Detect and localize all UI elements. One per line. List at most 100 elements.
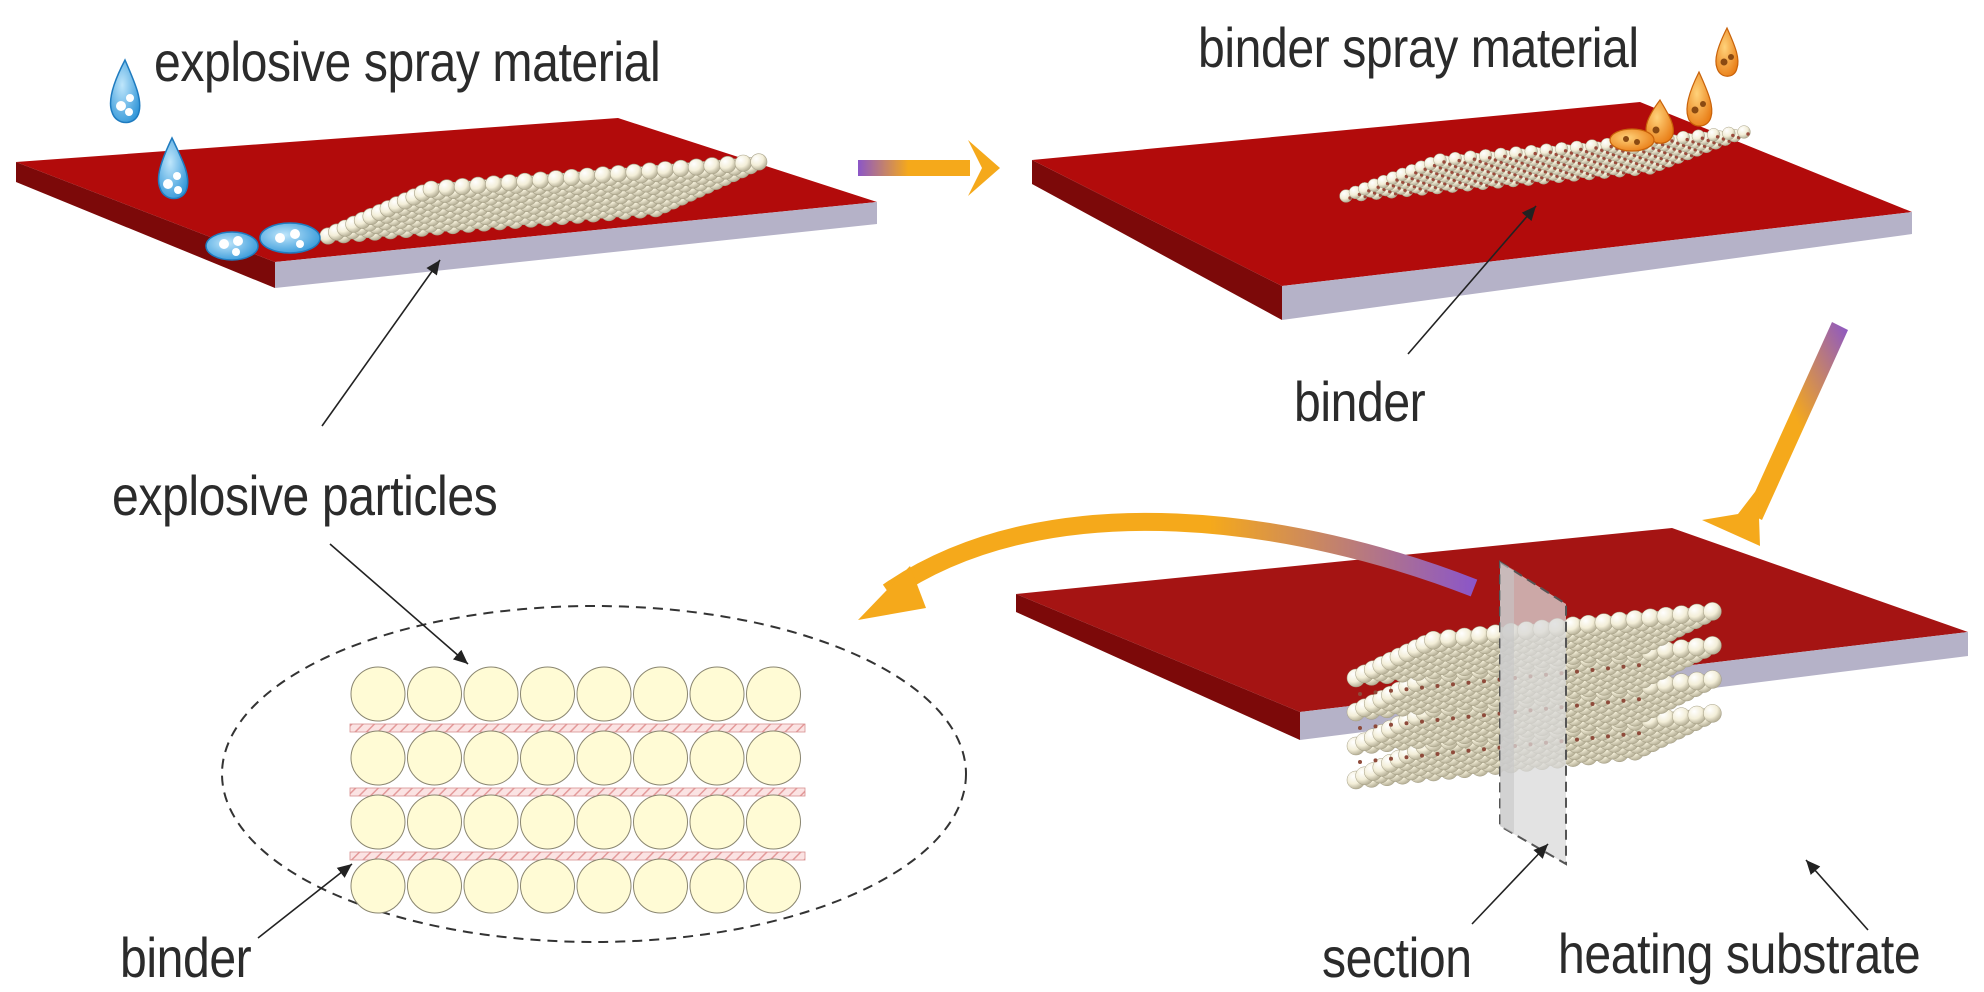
binder-dot xyxy=(1435,718,1440,722)
substrate-2 xyxy=(1032,102,1912,320)
section-particle xyxy=(350,666,406,722)
section-particle xyxy=(746,794,801,850)
stacked-particle xyxy=(1610,611,1629,631)
stacked-particle xyxy=(1641,608,1660,628)
binder-dot xyxy=(1575,737,1579,742)
explosive-particle xyxy=(1722,126,1736,141)
explosive-particle xyxy=(609,165,627,183)
panel-cross-section xyxy=(221,605,967,943)
section-particle xyxy=(350,730,406,786)
explosive-particle xyxy=(1433,153,1447,167)
orange-droplet-icon xyxy=(1609,128,1655,152)
section-particle xyxy=(576,858,632,914)
label-section: section xyxy=(1322,926,1472,989)
binder-dot xyxy=(1637,731,1641,736)
binder-dot xyxy=(1715,135,1720,139)
binder-dot xyxy=(1609,144,1613,149)
label-binder-spray-material: binder spray material xyxy=(1198,16,1639,79)
binder-layer xyxy=(349,787,806,797)
leader-lines xyxy=(257,205,1869,939)
leader-explosive-particles-top xyxy=(321,259,441,427)
explosive-particle xyxy=(469,176,487,194)
explosive-particle xyxy=(453,178,471,196)
binder-layer xyxy=(349,723,806,733)
section-particle xyxy=(689,858,745,914)
binder-droplets xyxy=(1609,26,1739,152)
binder-dot xyxy=(1420,753,1424,758)
blue-droplet-icon xyxy=(205,231,259,261)
explosive-particle xyxy=(1448,151,1462,166)
label-explosive-particles: explosive particles xyxy=(112,464,498,527)
binder-dot xyxy=(1420,685,1424,690)
stacked-particle xyxy=(1424,630,1443,650)
explosive-particle xyxy=(1463,150,1478,164)
explosive-particle xyxy=(1676,130,1690,145)
explosive-particle xyxy=(1585,139,1599,153)
binder-dot xyxy=(1358,760,1362,764)
stacked-particle xyxy=(1687,637,1707,657)
stacked-particle xyxy=(1687,603,1707,623)
binder-dot xyxy=(1637,697,1641,702)
section-particle xyxy=(350,794,406,850)
binder-dot xyxy=(1590,702,1595,706)
section-particle xyxy=(576,794,632,850)
section-particle xyxy=(463,730,519,786)
stacked-particle xyxy=(1594,613,1614,632)
section-particle xyxy=(520,858,575,914)
section-particle xyxy=(746,730,801,786)
explosive-particle xyxy=(422,180,440,198)
leader-section xyxy=(1471,843,1549,925)
explosive-particle xyxy=(1706,128,1721,142)
orange-droplet-icon xyxy=(1686,70,1713,127)
section-particle xyxy=(407,730,462,786)
binder-dot xyxy=(1373,690,1378,695)
stacked-particle xyxy=(1656,606,1676,626)
binder-dot xyxy=(1442,160,1446,164)
blue-droplet-icon xyxy=(259,222,321,254)
explosive-particle xyxy=(719,156,737,174)
stacked-particle xyxy=(1703,704,1722,723)
binder-dot xyxy=(1404,755,1409,760)
section-particle xyxy=(407,794,462,850)
gradient-arrow-icon xyxy=(858,512,1478,620)
binder-dot xyxy=(1621,732,1626,737)
explosive-particle xyxy=(1554,142,1569,156)
explosive-particle xyxy=(547,170,565,188)
binder-dot xyxy=(1590,668,1595,672)
binder-dot xyxy=(1590,736,1595,740)
binder-dot xyxy=(1575,669,1579,674)
stacked-particle xyxy=(1703,636,1722,655)
section-particle xyxy=(689,666,745,722)
blue-droplet-icon xyxy=(109,58,141,124)
binder-dot xyxy=(1518,153,1522,157)
binder-dot xyxy=(1435,752,1440,756)
label-binder-top: binder xyxy=(1294,370,1426,433)
explosive-droplets xyxy=(109,58,321,261)
section-particle xyxy=(520,666,575,722)
explosive-particle xyxy=(531,171,549,189)
stacked-particle xyxy=(1672,673,1691,692)
binder-dot xyxy=(1637,663,1641,668)
explosive-particle xyxy=(672,159,690,177)
stacked-particle xyxy=(1703,602,1722,621)
explosive-particle xyxy=(1691,129,1706,143)
binder-dot xyxy=(1451,682,1455,687)
section-particle xyxy=(633,794,688,850)
stacked-particle xyxy=(1625,610,1645,629)
binder-dot xyxy=(1548,150,1553,154)
stacked-particle xyxy=(1579,614,1598,634)
binder-dot xyxy=(1389,688,1393,693)
binder-dot xyxy=(1358,726,1362,730)
binder-dot xyxy=(1606,700,1610,705)
binder-dot xyxy=(1373,758,1378,763)
section-particle xyxy=(463,794,519,850)
section-outline xyxy=(221,605,967,943)
binder-dot xyxy=(1466,680,1471,685)
binder-dot xyxy=(1487,156,1492,160)
stacked-particle xyxy=(1470,626,1490,645)
binder-dot xyxy=(1575,703,1579,708)
leader-explosive-particles-section xyxy=(329,543,469,665)
binder-dot xyxy=(1482,713,1486,718)
binder-dot xyxy=(1731,133,1735,138)
binder-dot xyxy=(1685,137,1689,142)
